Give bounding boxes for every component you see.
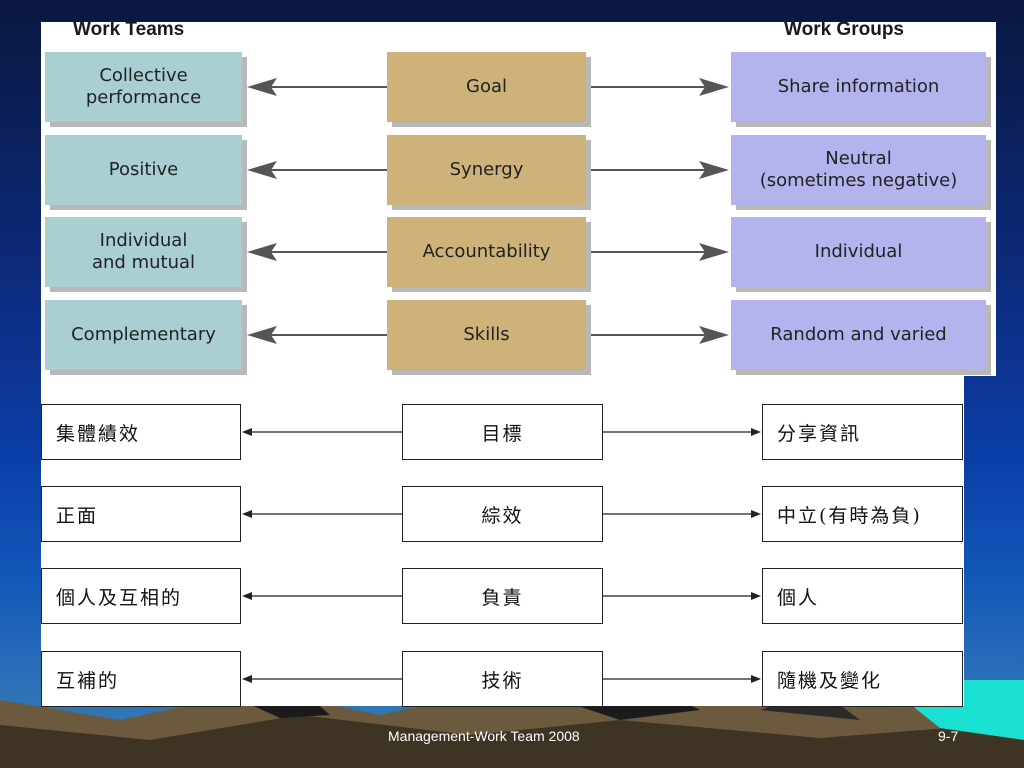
group-box-cn: 分享資訊 [762, 404, 963, 460]
english-diagram-panel: Work Teams Work Groups Collective perfor… [41, 19, 996, 376]
team-box-cn: 互補的 [41, 651, 241, 707]
team-box: Complementary [45, 300, 242, 370]
dimension-box-cn: 負責 [402, 568, 603, 624]
group-box: Individual [731, 217, 986, 287]
arrow-right-head-cn [751, 675, 761, 683]
arrow-left-head [247, 78, 277, 96]
team-box-cn: 集體績效 [41, 404, 241, 460]
group-box: Share information [731, 52, 986, 122]
team-box-cn: 個人及互相的 [41, 568, 241, 624]
dimension-box-cn: 技術 [402, 651, 603, 707]
page-number: 9-7 [938, 728, 959, 744]
arrow-left-head-cn [242, 510, 252, 518]
team-box: Collective performance [45, 52, 242, 122]
footer-title: Management-Work Team 2008 [388, 728, 580, 744]
chinese-arrows [242, 428, 761, 683]
arrow-right-head-cn [751, 592, 761, 600]
dimension-box: Skills [387, 300, 586, 370]
group-box-cn: 中立(有時為負) [762, 486, 963, 542]
arrow-right-head [699, 161, 729, 179]
team-box-cn: 正面 [41, 486, 241, 542]
dimension-box-cn: 綜效 [402, 486, 603, 542]
arrow-left-head [247, 326, 277, 344]
team-box: Positive [45, 135, 242, 205]
work-groups-header: Work Groups [784, 19, 904, 40]
dimension-box: Accountability [387, 217, 586, 287]
arrow-left-head [247, 243, 277, 261]
dimension-box: Synergy [387, 135, 586, 205]
arrow-left-head-cn [242, 592, 252, 600]
arrow-right-head [699, 326, 729, 344]
work-teams-header: Work Teams [73, 19, 185, 40]
arrow-right-head-cn [751, 510, 761, 518]
arrow-right-head [699, 243, 729, 261]
arrow-left-head [247, 161, 277, 179]
group-box: Neutral (sometimes negative) [731, 135, 986, 205]
group-box: Random and varied [731, 300, 986, 370]
dimension-box-cn: 目標 [402, 404, 603, 460]
english-arrows [247, 78, 729, 344]
arrow-right-head [699, 78, 729, 96]
dimension-box: Goal [387, 52, 586, 122]
group-box-cn: 隨機及變化 [762, 651, 963, 707]
arrow-left-head-cn [242, 675, 252, 683]
group-box-cn: 個人 [762, 568, 963, 624]
arrow-right-head-cn [751, 428, 761, 436]
team-box: Individual and mutual [45, 217, 242, 287]
arrow-left-head-cn [242, 428, 252, 436]
